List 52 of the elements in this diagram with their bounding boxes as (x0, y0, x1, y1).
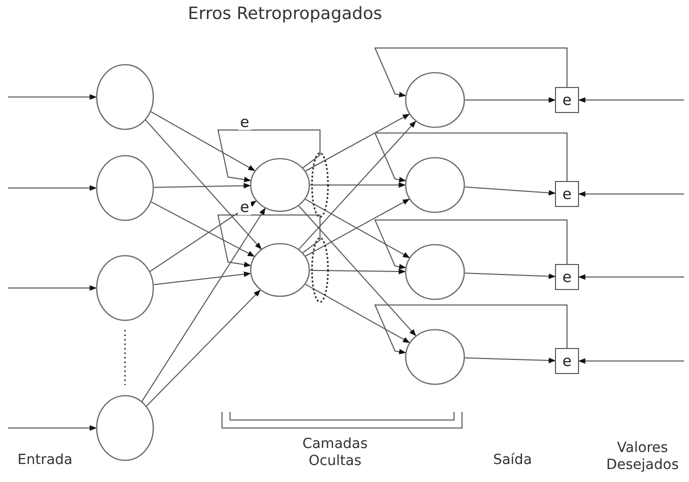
error-box: e (555, 181, 579, 207)
arrow (145, 120, 262, 250)
arrow (310, 182, 406, 188)
arrow (305, 284, 410, 344)
axis-caption: Entrada (16, 452, 74, 469)
arrow (464, 97, 556, 103)
arrow (578, 274, 684, 280)
arrow (217, 130, 320, 182)
error-box: e (555, 264, 579, 290)
arrow (146, 290, 261, 406)
edge-label: e (238, 199, 252, 215)
arrow (374, 132, 568, 182)
arrow (150, 200, 256, 272)
arrow (374, 304, 568, 354)
neuron-circle (96, 395, 154, 461)
arrow (578, 191, 684, 197)
arrow (578, 97, 684, 103)
arrow (298, 206, 416, 336)
arrow (142, 208, 266, 402)
neuron-circle (250, 243, 310, 297)
axis-caption: Valores Desejados (605, 440, 680, 474)
axis-caption: Camadas Ocultas (301, 436, 369, 470)
error-box: e (555, 87, 579, 113)
arrow (374, 48, 568, 98)
arrow (150, 201, 255, 257)
arrow (150, 111, 256, 172)
neuron-circle (96, 255, 154, 321)
arrow (464, 357, 556, 364)
title: Erros Retropropagados (186, 6, 384, 23)
arrow (305, 114, 410, 172)
arrow (8, 425, 97, 431)
neuron-circle (96, 155, 154, 221)
arrow (310, 268, 406, 274)
arrow (464, 272, 556, 280)
neuron-circle (250, 158, 310, 212)
arrow (153, 271, 251, 286)
neuron-circle (405, 72, 465, 128)
arrow (217, 214, 320, 268)
arrow (374, 220, 568, 270)
arrow (8, 285, 97, 291)
axis-caption: Saída (492, 452, 533, 469)
neuron-circle (405, 329, 465, 385)
arrow (8, 185, 97, 191)
neuron-circle (405, 157, 465, 213)
arrow (8, 94, 97, 100)
neuron-circle (96, 64, 154, 130)
arrow (154, 182, 251, 189)
neuron-circle (405, 244, 465, 300)
arrow (464, 186, 556, 196)
arrow (578, 358, 684, 364)
error-box: e (555, 348, 579, 374)
arrow (298, 120, 416, 250)
